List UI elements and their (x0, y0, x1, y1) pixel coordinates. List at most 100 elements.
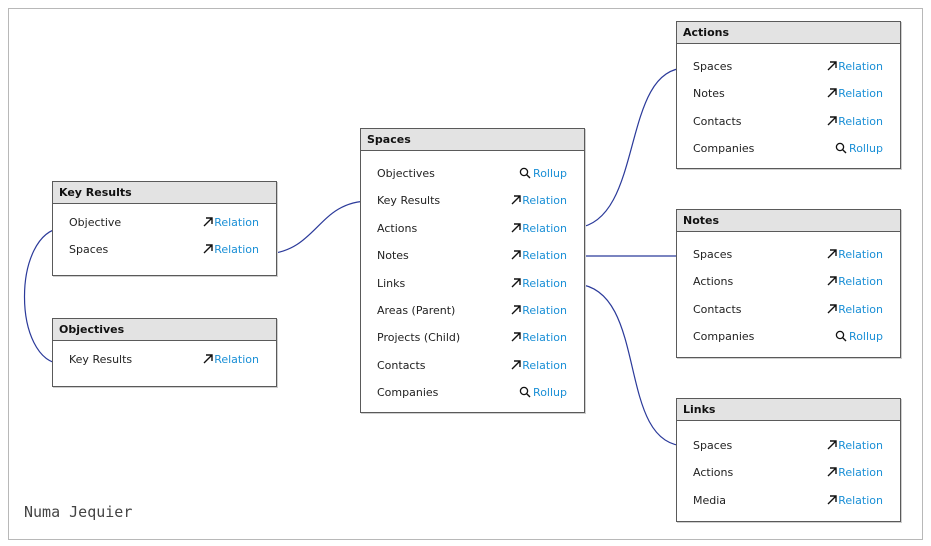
arrow-icon (826, 87, 838, 99)
field-type: Relation (838, 466, 883, 480)
table-title: Links (677, 399, 900, 421)
table-row[interactable]: Media Relation (677, 487, 900, 514)
field-type: Relation (214, 243, 259, 257)
field-label: Key Results (377, 194, 441, 208)
table-spaces[interactable]: Spaces Objectives Rollup Key Results Rel… (360, 128, 585, 413)
table-row[interactable]: Notes Relation (361, 242, 584, 269)
field-label: Contacts (377, 358, 426, 372)
arrow-icon (826, 60, 838, 72)
table-row[interactable]: Objective Relation (53, 209, 276, 236)
field-label: Media (693, 493, 727, 507)
table-row[interactable]: Contacts Relation (677, 296, 900, 323)
table-links[interactable]: Links Spaces Relation Actions Relation M… (676, 398, 901, 522)
table-row[interactable]: Spaces Relation (677, 241, 900, 268)
table-row[interactable]: Spaces Relation (53, 236, 276, 263)
arrow-icon (826, 275, 838, 287)
field-label: Companies (693, 330, 755, 344)
table-row[interactable]: Projects (Child) Relation (361, 324, 584, 351)
table-row[interactable]: Key Results Relation (53, 346, 276, 373)
arrow-icon (826, 466, 838, 478)
table-row[interactable]: Actions Relation (677, 459, 900, 486)
arrow-icon (202, 353, 214, 365)
field-type: Relation (214, 216, 259, 229)
field-label: Actions (377, 221, 418, 235)
field-label: Areas (Parent) (377, 303, 456, 317)
table-title: Actions (677, 22, 900, 44)
table-row[interactable]: Actions Relation (361, 215, 584, 242)
table-title: Spaces (361, 129, 584, 151)
arrow-icon (826, 303, 838, 315)
field-type: Relation (838, 275, 883, 289)
field-type: Rollup (533, 386, 567, 400)
field-type: Relation (838, 60, 883, 73)
table-row[interactable]: Key Results Relation (361, 187, 584, 214)
field-label: Actions (693, 275, 734, 289)
field-type: Relation (522, 331, 567, 345)
field-label: Notes (377, 249, 409, 263)
field-label: Spaces (693, 60, 733, 73)
field-type: Relation (838, 87, 883, 101)
field-type: Rollup (533, 167, 567, 180)
field-type: Relation (838, 114, 883, 128)
arrow-icon (202, 243, 214, 255)
arrow-icon (510, 194, 522, 206)
table-row[interactable]: Actions Relation (677, 268, 900, 295)
table-row[interactable]: Companies Rollup (677, 323, 900, 350)
table-row[interactable]: Objectives Rollup (361, 160, 584, 187)
arrow-icon (202, 216, 214, 228)
table-objectives[interactable]: Objectives Key Results Relation (52, 318, 277, 387)
arrow-icon (510, 359, 522, 371)
field-label: Companies (377, 386, 439, 400)
table-notes[interactable]: Notes Spaces Relation Actions Relation C… (676, 209, 901, 358)
arrow-icon (826, 439, 838, 451)
arrow-icon (510, 331, 522, 343)
table-actions[interactable]: Actions Spaces Relation Notes Relation C… (676, 21, 901, 169)
table-key-results[interactable]: Key Results Objective Relation Spaces Re… (52, 181, 277, 276)
field-label: Projects (Child) (377, 331, 461, 345)
table-row[interactable]: Spaces Relation (677, 53, 900, 80)
table-row[interactable]: Links Relation (361, 270, 584, 297)
field-label: Spaces (693, 248, 733, 261)
arrow-icon (826, 115, 838, 127)
field-type: Relation (522, 276, 567, 290)
diagram-frame (8, 8, 923, 540)
table-row[interactable]: Contacts Relation (361, 352, 584, 379)
arrow-icon (510, 304, 522, 316)
arrow-icon (826, 248, 838, 260)
table-row[interactable]: Spaces Relation (677, 432, 900, 459)
table-row[interactable]: Companies Rollup (677, 135, 900, 162)
field-type: Relation (522, 358, 567, 372)
table-row[interactable]: Areas (Parent) Relation (361, 297, 584, 324)
field-type: Rollup (849, 142, 883, 156)
field-type: Rollup (849, 330, 883, 344)
field-label: Notes (693, 87, 725, 101)
arrow-icon (510, 277, 522, 289)
field-label: Links (377, 276, 406, 290)
field-label: Objectives (377, 167, 435, 180)
field-type: Relation (838, 439, 883, 452)
author-signature: Numa Jequier (24, 503, 133, 521)
table-title: Notes (677, 210, 900, 232)
field-label: Key Results (69, 353, 133, 366)
field-type: Relation (522, 303, 567, 317)
search-icon (519, 386, 531, 398)
arrow-icon (510, 222, 522, 234)
table-row[interactable]: Contacts Relation (677, 108, 900, 135)
field-type: Relation (838, 302, 883, 316)
field-type: Relation (522, 194, 567, 208)
search-icon (835, 142, 847, 154)
field-type: Relation (838, 493, 883, 507)
table-row[interactable]: Companies Rollup (361, 379, 584, 406)
table-title: Key Results (53, 182, 276, 204)
field-label: Actions (693, 466, 734, 480)
field-label: Spaces (69, 243, 109, 257)
field-label: Companies (693, 142, 755, 156)
arrow-icon (510, 249, 522, 261)
arrow-icon (826, 494, 838, 506)
field-label: Contacts (693, 302, 742, 316)
table-row[interactable]: Notes Relation (677, 80, 900, 107)
search-icon (835, 330, 847, 342)
table-title: Objectives (53, 319, 276, 341)
field-label: Contacts (693, 114, 742, 128)
field-type: Relation (838, 248, 883, 261)
